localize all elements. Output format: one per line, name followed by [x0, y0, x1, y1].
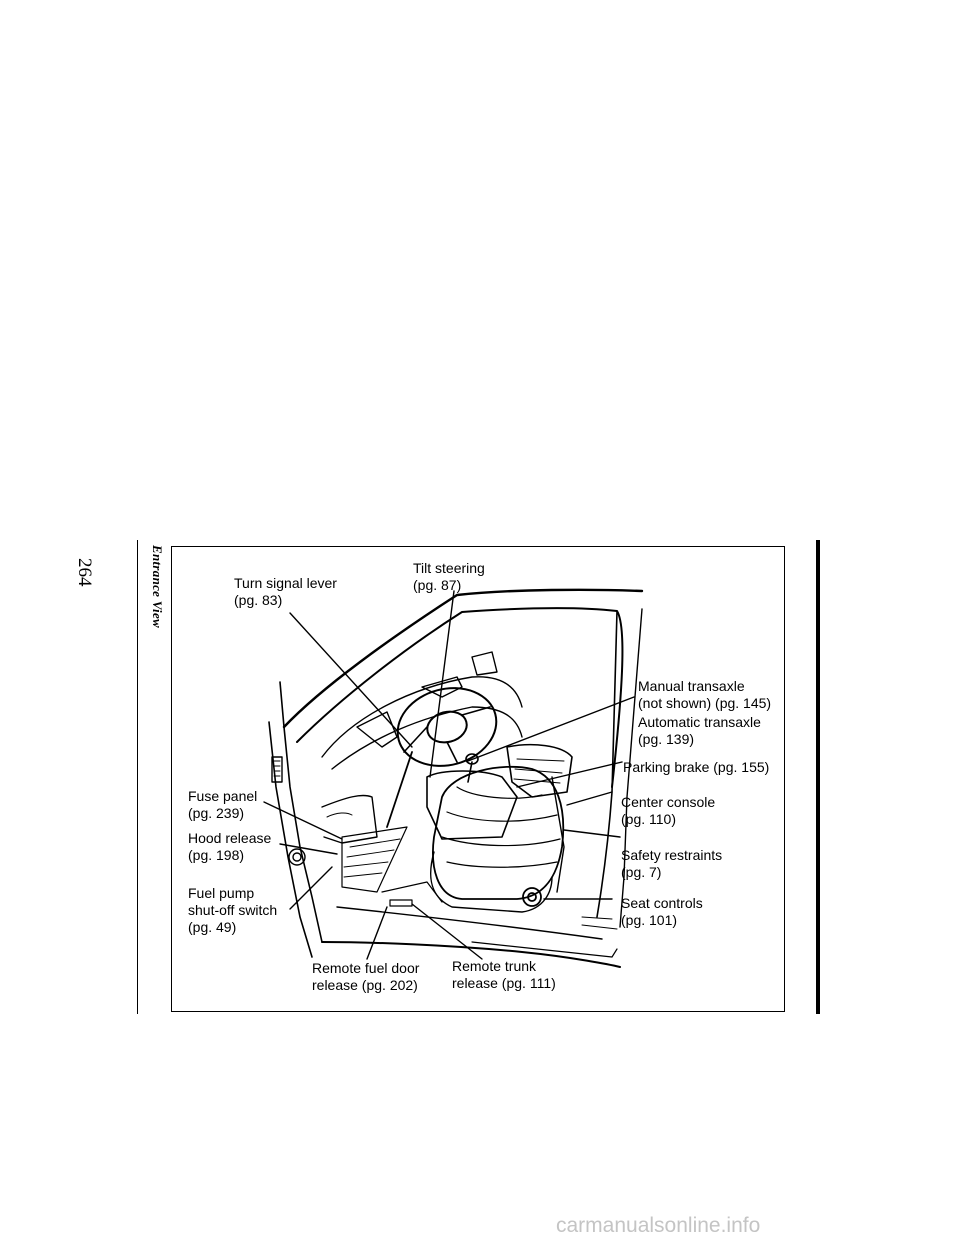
callout-tilt-steering: Tilt steering (pg. 87) [413, 560, 485, 593]
callout-parking-brake: Parking brake (pg. 155) [623, 759, 770, 775]
callout-seat-controls: Seat controls (pg. 101) [621, 895, 703, 928]
driver-seat-drawing [429, 765, 565, 913]
callout-center-console: Center console (pg. 110) [621, 794, 716, 827]
steering-wheel-drawing [386, 687, 498, 828]
page-number: 264 [74, 558, 95, 587]
section-title: Entrance View [150, 545, 165, 628]
callout-fuse-panel: Fuse panel (pg. 239) [188, 788, 258, 821]
car-interior-illustration [263, 588, 644, 968]
center-console-drawing [426, 743, 573, 840]
right-margin-rule [816, 540, 820, 1014]
watermark: carmanualsonline.info [556, 1214, 761, 1237]
floor-drawing [321, 794, 443, 907]
callout-turn-signal-lever: Turn signal lever (pg. 83) [234, 575, 337, 608]
callout-hood-release: Hood release (pg. 198) [188, 830, 272, 863]
left-margin-rule [137, 540, 138, 1014]
callout-manual-transaxle: Manual transaxle (not shown) (pg. 145) [638, 678, 772, 711]
callout-remote-fuel-door: Remote fuel door release (pg. 202) [312, 960, 420, 993]
door-frame-drawing [268, 588, 644, 968]
callout-leaders [263, 590, 635, 960]
callout-remote-trunk: Remote trunk release (pg. 111) [452, 958, 556, 991]
callout-fuel-pump-shutoff: Fuel pump shut-off switch (pg. 49) [188, 885, 278, 935]
callout-safety-restraints: Safety restraints (pg. 7) [621, 847, 723, 880]
entrance-view-figure: Turn signal lever (pg. 83) Tilt steering… [171, 546, 785, 1012]
dashboard-drawing [271, 651, 523, 866]
callout-automatic-transaxle: Automatic transaxle (pg. 139) [638, 714, 761, 747]
